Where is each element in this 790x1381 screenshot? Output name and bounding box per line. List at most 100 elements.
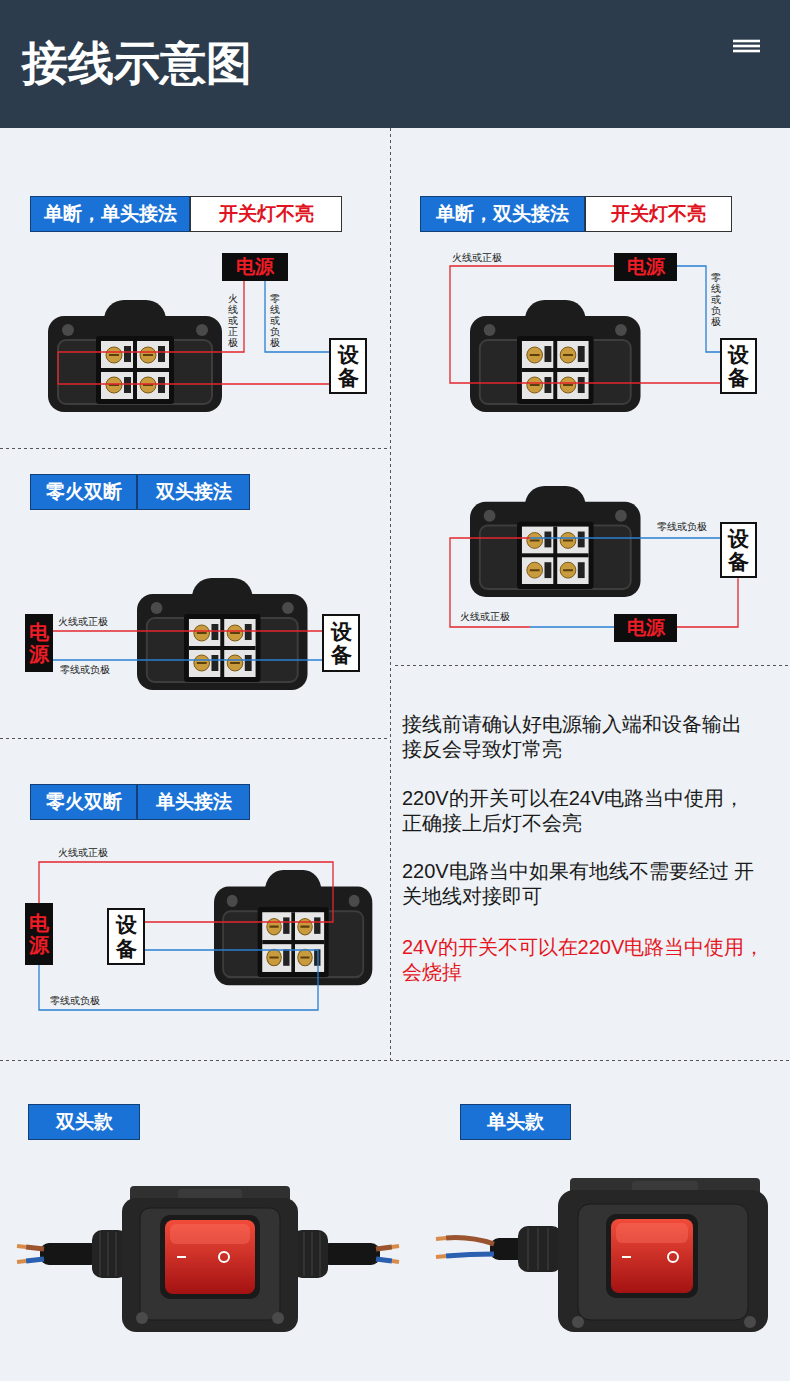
model-tab: 单头款 — [460, 1104, 571, 1140]
menu-icon — [733, 40, 760, 43]
box-text: 单头接法 — [156, 789, 232, 815]
box-text: 双头款 — [56, 1109, 113, 1135]
device-box: 设备 — [720, 522, 757, 578]
method-tab: 零火双断 — [30, 784, 137, 820]
double-end-switch-photo — [40, 1243, 100, 1265]
wire-group — [39, 266, 738, 1010]
double-end-switch-photo — [17, 1186, 399, 1332]
double-end-switch-photo — [320, 1243, 380, 1265]
dashed-divider — [395, 665, 790, 666]
wire-label: 零线或负极 — [50, 995, 100, 1007]
menu-icon — [733, 41, 760, 51]
double-end-switch-photo — [177, 1256, 186, 1258]
wire — [677, 266, 720, 352]
switch-drawing — [137, 578, 308, 690]
switch-drawing — [470, 486, 641, 597]
menu-icon — [733, 45, 760, 48]
box-text: 单断，单头接法 — [44, 201, 177, 227]
single-end-switch-photo — [436, 1238, 446, 1239]
wire-label: 火线或正极 — [58, 616, 108, 628]
double-end-switch-photo — [122, 1198, 298, 1332]
switch-drawing — [48, 300, 222, 412]
double-end-switch-photo — [136, 1312, 148, 1324]
single-end-switch-photo — [611, 1219, 693, 1293]
double-end-switch-photo — [392, 1261, 399, 1262]
double-end-switch-photo — [392, 1246, 399, 1247]
double-end-switch-photo — [100, 1232, 116, 1276]
note-text: 220V电路当中如果有地线不需要经过 开关地线对接即可 — [402, 859, 760, 909]
wire — [450, 266, 720, 383]
double-end-switch-photo — [376, 1259, 392, 1261]
wire-label: 零线或负极 — [270, 293, 280, 348]
box-text: 电源 — [627, 254, 665, 280]
box-text: 开关灯不亮 — [611, 201, 706, 227]
wire-label: 火线或正极 — [460, 611, 510, 623]
box-text: 电源 — [29, 912, 49, 956]
wire — [677, 578, 738, 627]
dashed-divider — [0, 738, 390, 739]
wire — [53, 630, 322, 631]
box-text: 设备 — [338, 343, 359, 389]
note-text: 接线前请确认好电源输入端和设备输出 接反会导致灯常亮 — [402, 712, 754, 762]
double-end-switch-photo — [219, 1252, 229, 1262]
power-box: 电源 — [222, 253, 288, 281]
dashed-divider — [390, 128, 391, 1060]
device-box: 设备 — [107, 908, 145, 965]
double-end-switch-photo — [17, 1246, 26, 1247]
double-end-switch-photo — [17, 1261, 26, 1262]
power-box: 电源 — [25, 903, 53, 965]
box-text: 电源 — [29, 621, 49, 665]
wire — [450, 538, 720, 627]
wire-label: 零线或负极 — [657, 521, 707, 533]
single-end-switch-photo — [436, 1178, 768, 1332]
box-text: 开关灯不亮 — [219, 201, 314, 227]
box-text: 设备 — [728, 343, 749, 389]
box-text: 电源 — [627, 615, 665, 641]
device-box: 设备 — [329, 338, 367, 394]
model-tab: 双头款 — [28, 1104, 140, 1140]
page-title: 接线示意图 — [22, 37, 252, 89]
double-end-switch-photo — [140, 1208, 280, 1320]
power-box: 电源 — [614, 253, 677, 281]
single-end-switch-photo — [616, 1223, 688, 1243]
wire — [58, 281, 329, 384]
single-end-switch-photo — [622, 1256, 631, 1258]
single-end-switch-photo — [436, 1256, 446, 1257]
double-end-switch-photo — [26, 1247, 44, 1249]
double-end-switch-photo — [376, 1247, 392, 1249]
switch-drawing — [470, 300, 641, 412]
box-text: 设备 — [116, 913, 137, 959]
double-end-switch-photo — [170, 1224, 250, 1244]
wire — [39, 862, 333, 922]
single-end-switch-photo — [558, 1190, 768, 1332]
method-tab: 单断，双头接法 — [420, 196, 585, 232]
note-text: 220V的开关可以在24V电路当中使用， 正确接上后灯不会亮 — [402, 786, 754, 836]
note-tab: 开关灯不亮 — [585, 196, 732, 232]
header-bar — [0, 0, 790, 128]
box-text: 单头款 — [487, 1109, 544, 1135]
method-tab: 单断，单头接法 — [30, 196, 190, 232]
note-tab: 开关灯不亮 — [190, 196, 342, 232]
device-box: 设备 — [720, 338, 757, 394]
box-text: 双头接法 — [156, 479, 232, 505]
box-text: 设备 — [331, 620, 352, 666]
device-box: 设备 — [322, 614, 360, 672]
wire-label: 火线或正极 — [452, 252, 502, 264]
single-end-switch-photo — [744, 1316, 756, 1328]
method-tab: 单头接法 — [137, 784, 250, 820]
wire — [265, 281, 329, 352]
single-end-switch-photo — [668, 1252, 678, 1262]
dashed-divider — [0, 128, 790, 1061]
wire-label: 零线或负极 — [711, 272, 721, 327]
single-end-switch-photo — [518, 1226, 562, 1272]
box-text: 零火双断 — [46, 479, 122, 505]
box-text: 设备 — [728, 527, 749, 573]
double-end-switch-photo — [272, 1312, 284, 1324]
box-text: 电源 — [236, 254, 274, 280]
power-box: 电源 — [614, 614, 677, 642]
dashed-divider — [0, 448, 390, 449]
switch-drawing — [48, 300, 641, 985]
single-end-switch-photo — [578, 1204, 748, 1320]
power-box: 电源 — [25, 614, 53, 672]
method-tab: 零火双断 — [30, 474, 137, 510]
